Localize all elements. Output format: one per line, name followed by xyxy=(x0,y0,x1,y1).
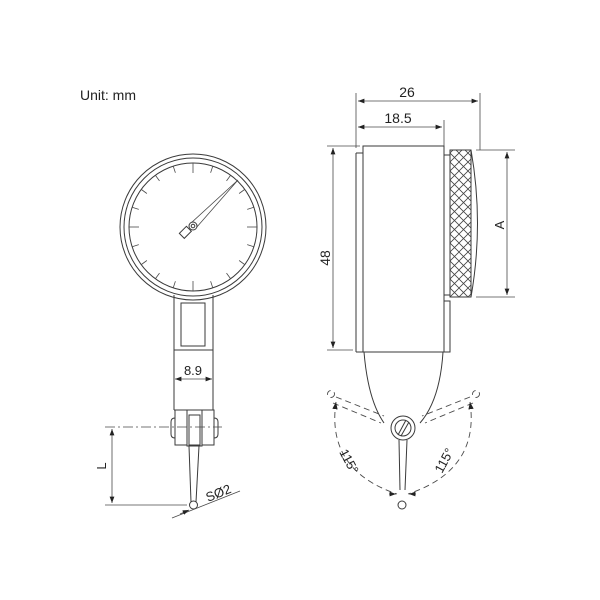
front-view: 8.9 L SØ2 xyxy=(94,153,267,519)
length-dim-label: L xyxy=(94,462,109,469)
needle-icon xyxy=(178,179,239,240)
angle-right-label: 115° xyxy=(431,445,456,475)
width-dim-label: 8.9 xyxy=(184,363,202,378)
ball-diameter-dimension: SØ2 xyxy=(171,481,241,519)
knurled-cap xyxy=(449,149,478,298)
dial-gauge-face xyxy=(119,153,267,301)
body-width-dim-label: 18.5 xyxy=(384,110,411,126)
length-dimension: L xyxy=(94,429,187,506)
unit-label: Unit: mm xyxy=(80,87,136,103)
gauge-body-side xyxy=(355,145,451,353)
stylus-swing-left xyxy=(327,390,385,424)
height-dimension: 48 xyxy=(317,145,360,351)
pivot-fork xyxy=(105,409,222,447)
height-dim-label: 48 xyxy=(317,250,333,266)
side-view: 26 18.5 48 A xyxy=(317,84,515,510)
body-width-dimension: 18.5 xyxy=(358,110,445,146)
stylus-swing-right xyxy=(421,390,480,424)
width-dimension: 8.9 xyxy=(175,363,212,382)
gauge-stem xyxy=(173,295,214,411)
ball-dim-label: SØ2 xyxy=(204,481,234,505)
gauge-nose xyxy=(363,351,444,510)
overall-width-dim-label: 26 xyxy=(399,84,415,100)
cap-dimension: A xyxy=(476,149,515,298)
overall-width-dimension: 26 xyxy=(355,84,481,150)
stylus xyxy=(188,445,200,510)
cap-dim-label: A xyxy=(492,220,507,229)
dial-tick-marks xyxy=(129,163,257,291)
angle-left-label: 115° xyxy=(336,446,361,476)
